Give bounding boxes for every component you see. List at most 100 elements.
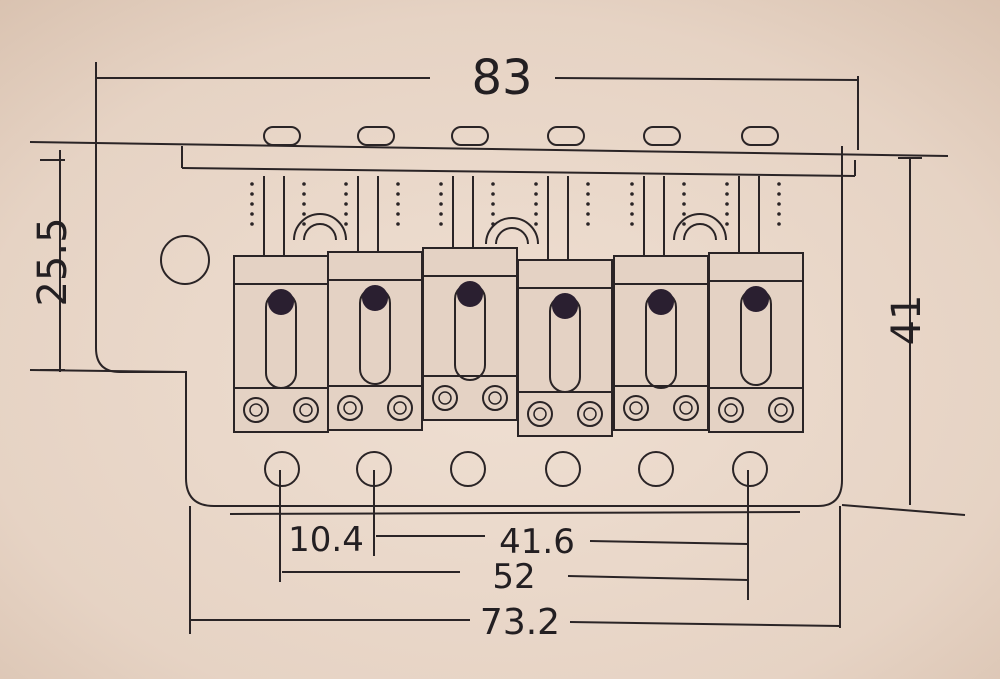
height-screw-inner bbox=[299, 403, 313, 417]
mounting-hole bbox=[160, 235, 210, 285]
saddle-screw-dot bbox=[743, 286, 769, 312]
spring-dot bbox=[344, 212, 348, 216]
spring-dot bbox=[586, 222, 590, 226]
saddle-body bbox=[708, 252, 804, 433]
spring-dot bbox=[250, 222, 254, 226]
spring-dot bbox=[725, 182, 729, 186]
string-tab bbox=[643, 126, 681, 146]
height-screw bbox=[432, 385, 458, 411]
dim-label-52: 52 bbox=[492, 557, 535, 597]
spring-dot bbox=[630, 192, 634, 196]
spring-dot bbox=[344, 202, 348, 206]
saddle-screw-dot bbox=[552, 293, 578, 319]
dim-label-73-2: 73.2 bbox=[480, 602, 560, 643]
spring-dot bbox=[302, 202, 306, 206]
height-screw-inner bbox=[679, 401, 693, 415]
spring-dot bbox=[630, 182, 634, 186]
spring-dot bbox=[586, 182, 590, 186]
spring-dot bbox=[250, 202, 254, 206]
dim-label-10-4: 10.4 bbox=[288, 520, 364, 560]
spring-dot bbox=[396, 222, 400, 226]
string-tab bbox=[451, 126, 489, 146]
spring-dot bbox=[396, 192, 400, 196]
intonation-spring-inner bbox=[495, 227, 529, 245]
spring-dot bbox=[777, 212, 781, 216]
ext-line-41-bottom bbox=[841, 504, 966, 516]
dim-line-41-6-right bbox=[589, 540, 749, 545]
spring-dot bbox=[725, 192, 729, 196]
spring-dot bbox=[439, 212, 443, 216]
spring-dot bbox=[344, 192, 348, 196]
saddle-body bbox=[517, 259, 613, 437]
spring-dot bbox=[534, 222, 538, 226]
saddle-body bbox=[613, 255, 709, 431]
spring-dot bbox=[302, 182, 306, 186]
spring-dot bbox=[682, 212, 686, 216]
height-screw-inner bbox=[533, 407, 547, 421]
spring-dot bbox=[534, 202, 538, 206]
string-tab bbox=[357, 126, 395, 146]
height-screw bbox=[527, 401, 553, 427]
spring-dot bbox=[250, 212, 254, 216]
spring-dot bbox=[586, 192, 590, 196]
string-hole bbox=[638, 451, 674, 487]
spring-dot bbox=[344, 222, 348, 226]
spring-dot bbox=[491, 192, 495, 196]
saddle-body bbox=[422, 247, 518, 421]
dim-label-41-6: 41.6 bbox=[499, 522, 575, 562]
spring-dot bbox=[777, 192, 781, 196]
spring-dot bbox=[302, 222, 306, 226]
height-screw bbox=[768, 397, 794, 423]
spring-dot bbox=[534, 212, 538, 216]
spring-dot bbox=[491, 212, 495, 216]
spring-dot bbox=[725, 212, 729, 216]
saddle-screw-dot bbox=[268, 289, 294, 315]
string-tab bbox=[741, 126, 779, 146]
spring-dot bbox=[682, 222, 686, 226]
height-screw-inner bbox=[488, 391, 502, 405]
spring-dot bbox=[250, 192, 254, 196]
string-hole bbox=[545, 451, 581, 487]
spring-dot bbox=[777, 222, 781, 226]
spring-dot bbox=[682, 182, 686, 186]
height-screw-inner bbox=[629, 401, 643, 415]
saddle-screw-dot bbox=[457, 281, 483, 307]
dim-label-25-5: 25.5 bbox=[30, 217, 76, 306]
height-screw bbox=[623, 395, 649, 421]
intonation-spring bbox=[673, 213, 727, 241]
intonation-spring bbox=[485, 217, 539, 245]
height-screw bbox=[337, 395, 363, 421]
string-hole bbox=[732, 451, 768, 487]
string-hole bbox=[356, 451, 392, 487]
height-screw-inner bbox=[249, 403, 263, 417]
string-tab bbox=[263, 126, 301, 146]
spring-dot bbox=[491, 202, 495, 206]
dim-line-52-right bbox=[567, 575, 749, 581]
spring-dot bbox=[682, 202, 686, 206]
spring-dot bbox=[630, 212, 634, 216]
spring-dot bbox=[491, 182, 495, 186]
spring-dot bbox=[439, 222, 443, 226]
string-tab bbox=[547, 126, 585, 146]
saddle-screw-dot bbox=[648, 289, 674, 315]
spring-dot bbox=[630, 222, 634, 226]
height-screw-inner bbox=[774, 403, 788, 417]
spring-dot bbox=[725, 202, 729, 206]
spring-dot bbox=[344, 182, 348, 186]
spring-dot bbox=[439, 182, 443, 186]
height-screw-inner bbox=[724, 403, 738, 417]
spring-dot bbox=[302, 212, 306, 216]
intonation-spring-inner bbox=[683, 223, 717, 241]
spring-dot bbox=[777, 202, 781, 206]
height-screw bbox=[482, 385, 508, 411]
spring-dot bbox=[682, 192, 686, 196]
baseplate-outline bbox=[95, 146, 843, 507]
spring-dot bbox=[250, 182, 254, 186]
dim-line-83-right bbox=[554, 77, 859, 81]
height-screw bbox=[673, 395, 699, 421]
height-screw bbox=[387, 395, 413, 421]
dim-label-83: 83 bbox=[471, 50, 532, 106]
height-screw bbox=[577, 401, 603, 427]
